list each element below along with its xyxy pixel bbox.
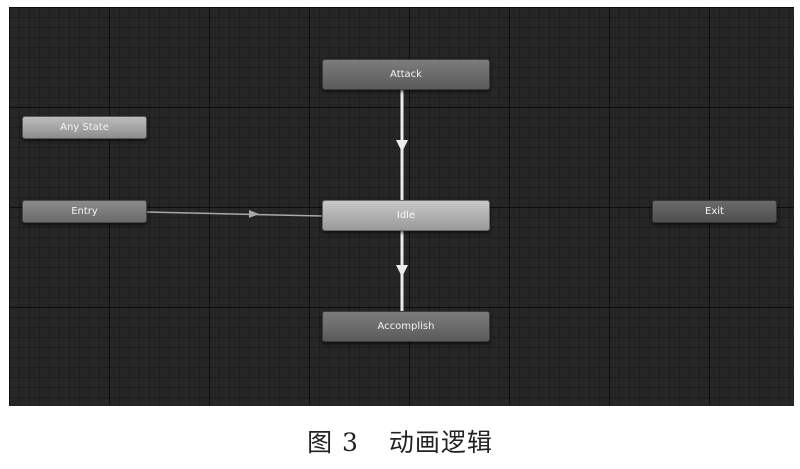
animator-graph-canvas[interactable]: Any State Entry Attack Idle Accomplish E… <box>9 7 794 406</box>
transition-layer <box>146 90 408 311</box>
state-node-idle[interactable]: Idle <box>322 200 490 231</box>
state-node-label: Idle <box>396 210 416 221</box>
figure-title: 动画逻辑 <box>388 428 493 457</box>
state-node-label: Accomplish <box>377 321 435 332</box>
arrowhead-idle-to-accomplish <box>396 265 408 277</box>
transition-entry-to-idle[interactable] <box>146 211 323 217</box>
state-node-attack[interactable]: Attack <box>322 59 490 90</box>
state-node-label: Any State <box>60 122 109 133</box>
state-node-accomplish[interactable]: Accomplish <box>322 311 490 342</box>
state-node-exit[interactable]: Exit <box>652 200 777 223</box>
state-node-label: Exit <box>705 206 724 217</box>
state-node-label: Entry <box>71 206 98 217</box>
figure-label: 图 3 <box>307 428 359 457</box>
state-node-label: Attack <box>390 69 422 80</box>
state-node-entry[interactable]: Entry <box>22 200 147 223</box>
state-node-any-state[interactable]: Any State <box>22 116 147 139</box>
figure-caption: 图 3 动画逻辑 <box>0 423 800 459</box>
arrowhead-entry-to-idle <box>249 210 259 218</box>
arrowhead-attack-to-idle <box>396 140 408 152</box>
